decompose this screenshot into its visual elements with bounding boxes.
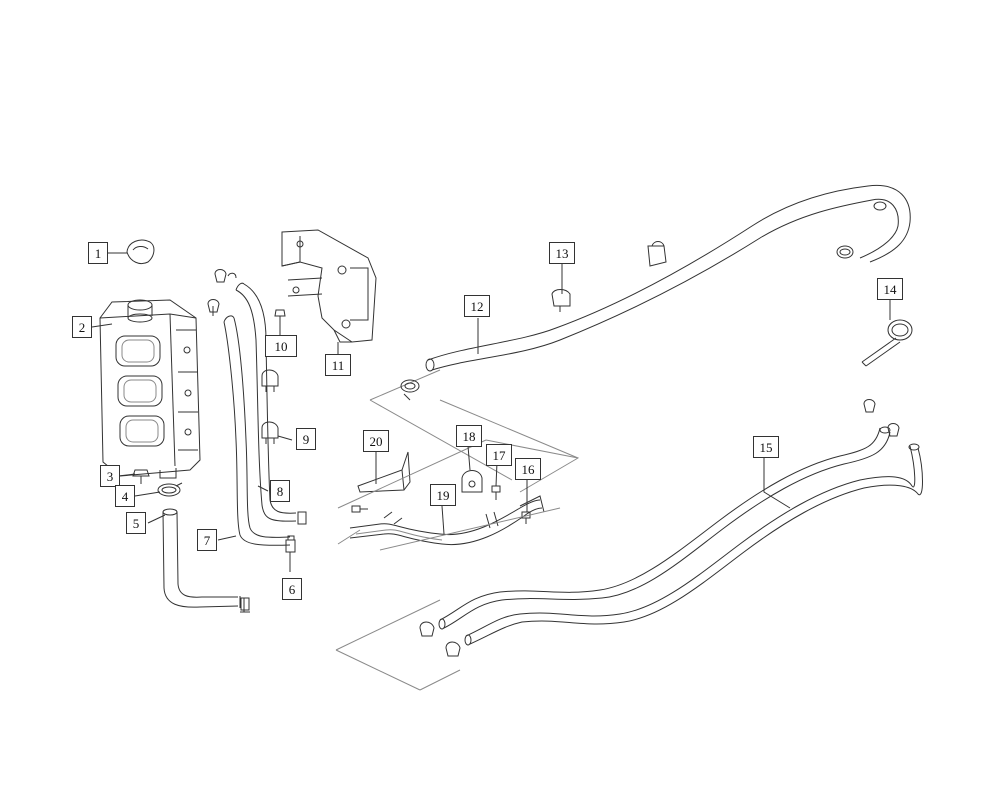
hose-part-8 bbox=[235, 282, 307, 525]
callout-1: 1 bbox=[88, 242, 108, 264]
callout-15: 15 bbox=[753, 436, 779, 458]
clamp-near-12 bbox=[400, 379, 420, 401]
hose-clamp-part-4 bbox=[157, 482, 183, 497]
callout-17: 17 bbox=[486, 444, 512, 466]
callout-18: 18 bbox=[456, 425, 482, 447]
callout-10: 10 bbox=[265, 335, 297, 357]
callout-11: 11 bbox=[325, 354, 351, 376]
callout-5: 5 bbox=[126, 512, 146, 534]
hose-part-5 bbox=[162, 508, 250, 613]
bracket-clips-part-9 bbox=[261, 369, 279, 444]
leader-lines bbox=[91, 252, 891, 572]
bracket-part-13b bbox=[647, 241, 667, 267]
clamp-part-14 bbox=[861, 319, 913, 367]
callout-12: 12 bbox=[464, 295, 490, 317]
bolt-part-10 bbox=[274, 309, 286, 326]
callout-19: 19 bbox=[430, 484, 456, 506]
callout-4: 4 bbox=[115, 485, 135, 507]
cap-cover-part bbox=[126, 239, 155, 265]
reservoir-tank-part bbox=[99, 299, 201, 479]
callout-3: 3 bbox=[100, 465, 120, 487]
callout-14: 14 bbox=[877, 278, 903, 300]
group-outline-lower bbox=[337, 439, 579, 551]
clamp-part-12-end bbox=[836, 245, 854, 259]
callout-6: 6 bbox=[282, 578, 302, 600]
bolt-part-3 bbox=[132, 469, 150, 484]
hose-part-12 bbox=[425, 184, 911, 372]
bracket-part-13 bbox=[551, 289, 571, 312]
mounting-bracket-part-11 bbox=[281, 229, 377, 343]
hose-clips-top bbox=[207, 269, 237, 316]
hose-part-7 bbox=[223, 315, 291, 546]
pipe-part-15 bbox=[335, 426, 923, 691]
clamp-and-pipe-assembly bbox=[349, 451, 545, 546]
callout-8: 8 bbox=[270, 480, 290, 502]
clips-part-15 bbox=[419, 399, 900, 657]
callout-16: 16 bbox=[515, 458, 541, 480]
clip-part-6 bbox=[285, 535, 296, 560]
callout-9: 9 bbox=[296, 428, 316, 450]
callout-13: 13 bbox=[549, 242, 575, 264]
callout-2: 2 bbox=[72, 316, 92, 338]
callout-7: 7 bbox=[197, 529, 217, 551]
callout-20: 20 bbox=[363, 430, 389, 452]
